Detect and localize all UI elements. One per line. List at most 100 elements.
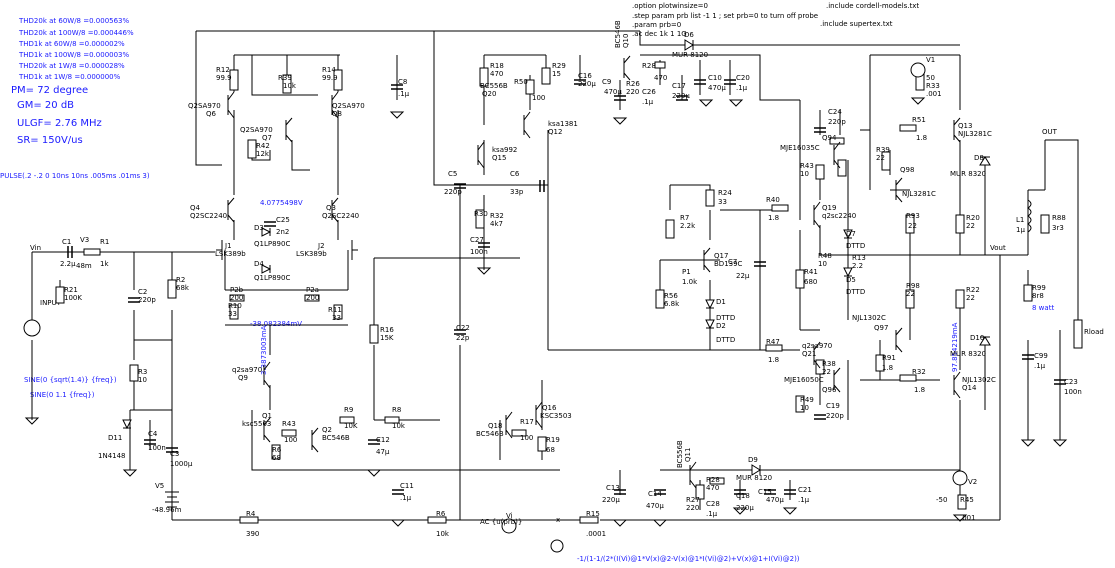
part-ref: R91 bbox=[882, 354, 896, 362]
svg-text:Q2SC2240: Q2SC2240 bbox=[322, 212, 359, 220]
part-value: 33 bbox=[718, 198, 727, 206]
part-value: 33 bbox=[332, 314, 341, 322]
svg-text:D9: D9 bbox=[748, 456, 758, 464]
part-ref: R11 bbox=[328, 306, 342, 314]
part-ref: R28 bbox=[642, 62, 656, 70]
load-power: 8 watt bbox=[1032, 304, 1054, 312]
part-value: 470µ bbox=[766, 496, 784, 504]
spice-directive: .include cordell-models.txt bbox=[826, 2, 919, 10]
svg-text:BC556B: BC556B bbox=[480, 82, 508, 90]
svg-text:Q1LP890C: Q1LP890C bbox=[254, 240, 290, 248]
svg-text:BC546B: BC546B bbox=[614, 20, 622, 48]
part-value: 1.8 bbox=[768, 356, 779, 364]
part-ref: R8 bbox=[392, 406, 401, 414]
part-ref: C9 bbox=[602, 78, 611, 86]
svg-text:q2sa970: q2sa970 bbox=[802, 342, 832, 350]
part-ref: R39 bbox=[876, 146, 890, 154]
svg-text:DTTD: DTTD bbox=[716, 336, 735, 344]
part-value: 220µ bbox=[602, 496, 620, 504]
svg-text:Q3: Q3 bbox=[326, 204, 336, 212]
part-value: 100n bbox=[470, 248, 488, 256]
thd-line: THD1k at 1W/8 =0.000000% bbox=[19, 73, 121, 81]
svg-text:DTTD: DTTD bbox=[716, 314, 735, 322]
part-ref: R2 bbox=[176, 276, 185, 284]
part-value: 68k bbox=[176, 284, 190, 292]
svg-text:Q1: Q1 bbox=[262, 412, 272, 420]
part-value: 68 bbox=[546, 446, 555, 454]
part-ref: R13 bbox=[852, 254, 866, 262]
part-value: .1µ bbox=[398, 90, 410, 98]
part-ref: C2 bbox=[138, 288, 147, 296]
svg-text:Q98: Q98 bbox=[900, 166, 914, 174]
voltage-sources bbox=[23, 62, 968, 553]
part-value: 22µ bbox=[736, 272, 750, 280]
svg-text:Q17: Q17 bbox=[714, 252, 728, 260]
part-ref: P2b bbox=[230, 286, 244, 294]
part-value: 22 bbox=[966, 222, 975, 230]
part-value: 10 bbox=[138, 376, 147, 384]
spice-directive: .option plotwinsize=0 bbox=[632, 2, 708, 10]
part-ref: R32 bbox=[912, 368, 926, 376]
part-ref: R1 bbox=[100, 238, 109, 246]
svg-text:DTTD: DTTD bbox=[846, 288, 865, 296]
svg-text:Q18: Q18 bbox=[488, 422, 502, 430]
component-labels: R12 99.9 R39 10k R14 99.9 C8 .1µ R18 470… bbox=[60, 20, 1104, 538]
part-value: 4k7 bbox=[490, 220, 503, 228]
part-ref: R27 bbox=[686, 496, 700, 504]
part-value: .1µ bbox=[642, 98, 654, 106]
part-value: 22 bbox=[822, 368, 831, 376]
part-ref: R26 bbox=[626, 80, 640, 88]
spice-directive: .ac dec 1k 1 1G bbox=[632, 30, 687, 38]
svg-text:Q21: Q21 bbox=[802, 350, 816, 358]
svg-text:Q1LP890C: Q1LP890C bbox=[254, 274, 290, 282]
part-ref: R33 bbox=[926, 82, 940, 90]
part-ref: R3 bbox=[138, 368, 147, 376]
ground-symbols bbox=[24, 97, 1068, 527]
spec-ulgf: ULGF= 2.76 MHz bbox=[17, 118, 102, 129]
part-ref: R21 bbox=[64, 286, 78, 294]
part-ref: L1 bbox=[1016, 216, 1024, 224]
part-ref: C13 bbox=[606, 484, 620, 492]
thd-line: THD1k at 60W/8 =0.000002% bbox=[19, 40, 125, 48]
part-ref: R19 bbox=[546, 436, 560, 444]
svg-text:D4: D4 bbox=[254, 260, 264, 268]
thd-line: THD20k at 1W/8 =0.000028% bbox=[19, 62, 125, 70]
part-ref: R17 bbox=[520, 418, 534, 426]
svg-text:MUR 8120: MUR 8120 bbox=[672, 51, 708, 59]
node-current: 97.854219mA bbox=[951, 322, 959, 372]
part-ref: C21 bbox=[798, 486, 812, 494]
part-value: 220 bbox=[686, 504, 699, 512]
part-ref: R6 bbox=[436, 510, 446, 518]
part-value: 100K bbox=[64, 294, 82, 302]
svg-text:Q14: Q14 bbox=[962, 384, 977, 392]
svg-text:ksa1381: ksa1381 bbox=[548, 120, 578, 128]
net-label-vout: Vout bbox=[990, 244, 1006, 252]
svg-text:ksc5503: ksc5503 bbox=[242, 420, 271, 428]
part-ref: C99 bbox=[1034, 352, 1048, 360]
part-value: 1.8 bbox=[768, 214, 779, 222]
spec-pm: PM= 72 degree bbox=[11, 85, 89, 96]
part-value: 2n2 bbox=[276, 228, 289, 236]
part-ref: R24 bbox=[718, 189, 732, 197]
part-ref: R20 bbox=[966, 214, 980, 222]
part-ref: C6 bbox=[510, 170, 520, 178]
svg-text:Q16: Q16 bbox=[542, 404, 557, 412]
part-ref: C22 bbox=[456, 324, 470, 332]
resistors bbox=[55, 61, 1083, 524]
part-value: 220p bbox=[138, 296, 156, 304]
part-value: 48m bbox=[76, 262, 92, 270]
svg-text:Q13: Q13 bbox=[958, 122, 972, 130]
part-ref: C3 bbox=[170, 450, 179, 458]
net-label-vin: Vin bbox=[30, 244, 41, 252]
svg-text:Q6: Q6 bbox=[206, 110, 217, 118]
svg-text:NJL3281C: NJL3281C bbox=[902, 190, 936, 198]
part-ref: R88 bbox=[1052, 214, 1066, 222]
part-ref: C17 bbox=[672, 82, 686, 90]
part-ref: R45 bbox=[960, 496, 974, 504]
part-value: 220µ bbox=[736, 504, 754, 512]
part-value: 200 bbox=[230, 294, 243, 302]
part-value: 1k bbox=[100, 260, 109, 268]
svg-text:NJL1302C: NJL1302C bbox=[852, 314, 886, 322]
part-ref: C1 bbox=[62, 238, 71, 246]
part-value: 99.9 bbox=[216, 74, 232, 82]
